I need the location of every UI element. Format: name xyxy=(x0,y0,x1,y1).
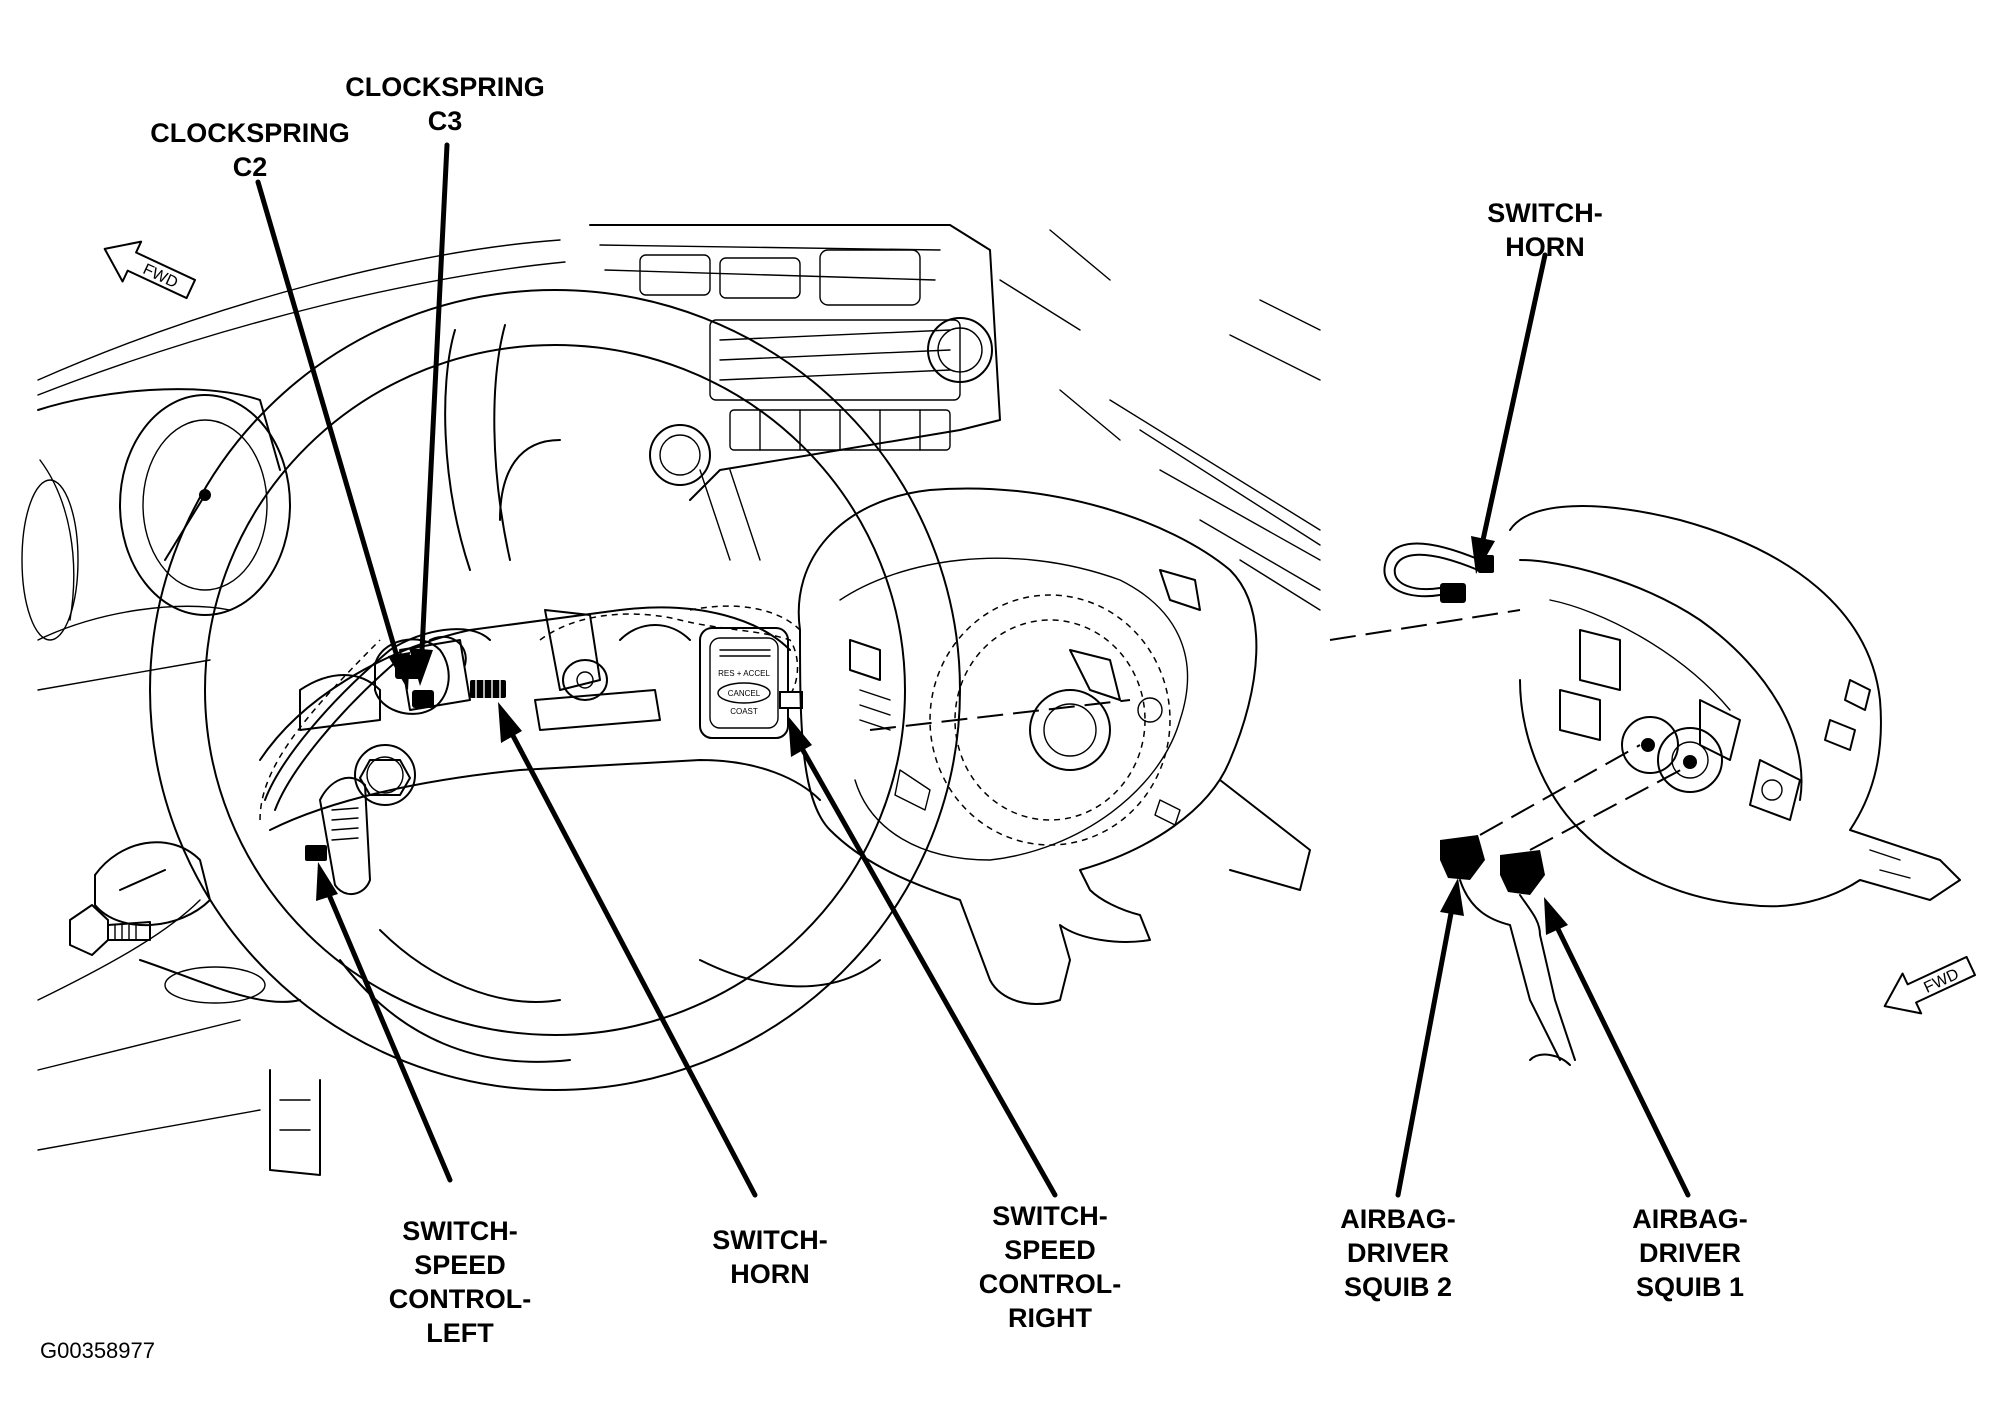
callout-speed-control-left: SWITCH- SPEED CONTROL- LEFT xyxy=(389,1216,531,1348)
figure-id: G00358977 xyxy=(40,1338,155,1363)
fwd-label-top: FWD xyxy=(140,261,180,292)
callout-clockspring-c2: CLOCKSPRING C2 xyxy=(150,118,350,182)
leader-squib-2 xyxy=(1395,905,1455,1198)
callout-speed-control-left-line1: SWITCH- xyxy=(402,1216,517,1246)
callout-speed-control-right-line3: CONTROL- xyxy=(979,1269,1121,1299)
coast-text: COAST xyxy=(730,707,758,716)
leader-squib-1 xyxy=(1553,922,1691,1198)
callout-airbag-squib-1-line1: AIRBAG- xyxy=(1632,1204,1748,1234)
callout-airbag-squib-1-line2: DRIVER xyxy=(1639,1238,1741,1268)
callout-speed-control-right-line1: SWITCH- xyxy=(992,1201,1107,1231)
callout-speed-control-left-line3: CONTROL- xyxy=(389,1284,531,1314)
callout-switch-horn-right-line1: SWITCH- xyxy=(1487,198,1602,228)
squib-connectors xyxy=(1440,835,1576,1066)
res-accel-text: RES + ACCEL xyxy=(718,669,770,678)
callout-switch-horn-line2: HORN xyxy=(730,1259,810,1289)
callout-clockspring-c2-line1: CLOCKSPRING xyxy=(150,118,350,148)
callout-speed-control-right-line4: RIGHT xyxy=(1008,1303,1093,1333)
fwd-arrow-top-left: FWD xyxy=(103,240,197,300)
callout-airbag-squib-1-line3: SQUIB 1 xyxy=(1636,1272,1744,1302)
callout-speed-control-left-line2: SPEED xyxy=(414,1250,506,1280)
cancel-text: CANCEL xyxy=(728,689,761,698)
callout-airbag-squib-2-line2: DRIVER xyxy=(1347,1238,1449,1268)
callout-speed-control-right: SWITCH- SPEED CONTROL- RIGHT xyxy=(979,1201,1121,1333)
callout-switch-horn-right: SWITCH- HORN xyxy=(1487,198,1602,262)
fwd-arrow-right: FWD xyxy=(1883,955,1977,1015)
leader-switch-horn xyxy=(507,727,758,1198)
callout-airbag-squib-2-line1: AIRBAG- xyxy=(1340,1204,1456,1234)
leader-switch-horn-right xyxy=(1480,252,1548,543)
callout-airbag-squib-2-line3: SQUIB 2 xyxy=(1344,1272,1452,1302)
fwd-label-right: FWD xyxy=(1921,966,1961,997)
callout-speed-control-left-line4: LEFT xyxy=(426,1318,494,1348)
leader-clockspring-c2 xyxy=(255,179,401,663)
leader-clockspring-c3 xyxy=(419,142,450,653)
speed-control-switch-right: RES + ACCEL CANCEL COAST xyxy=(699,627,803,739)
leader-lines xyxy=(255,142,1691,1198)
speed-control-switch-left xyxy=(305,776,371,895)
callout-airbag-squib-2: AIRBAG- DRIVER SQUIB 2 xyxy=(1340,1204,1456,1302)
callout-clockspring-c3-line1: CLOCKSPRING xyxy=(345,72,545,102)
leader-speed-control-right xyxy=(797,742,1058,1198)
dashboard-outline xyxy=(21,224,1321,1176)
leader-speed-control-left xyxy=(324,887,453,1183)
airbag-module-center xyxy=(797,487,1311,1005)
callout-clockspring-c2-line2: C2 xyxy=(233,152,268,182)
callout-switch-horn-right-line2: HORN xyxy=(1505,232,1585,262)
wiring-harness xyxy=(259,605,801,821)
callout-clockspring-c3: CLOCKSPRING C3 xyxy=(345,72,545,136)
callout-airbag-squib-1: AIRBAG- DRIVER SQUIB 1 xyxy=(1632,1204,1748,1302)
callout-switch-horn: SWITCH- HORN xyxy=(712,1225,827,1289)
horn-connector xyxy=(470,679,506,699)
callout-speed-control-right-line2: SPEED xyxy=(1004,1235,1096,1265)
airbag-module-right xyxy=(1329,505,1961,908)
callout-switch-horn-line1: SWITCH- xyxy=(712,1225,827,1255)
callout-clockspring-c3-line2: C3 xyxy=(428,106,463,136)
